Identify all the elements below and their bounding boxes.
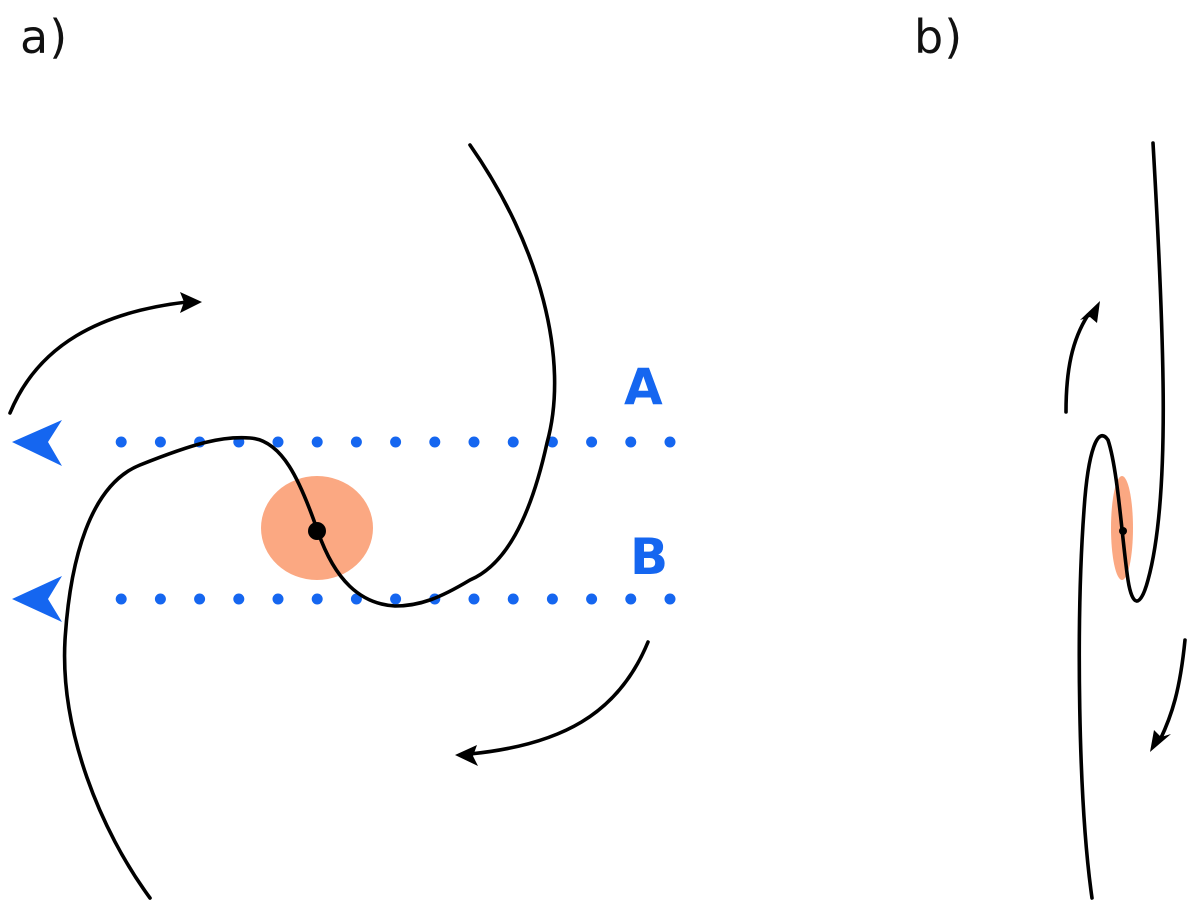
rotation-arrow-b-upper (1064, 313, 1090, 414)
panel-label-a: a) (20, 10, 69, 64)
rotation-arrow-b-lower-head (1150, 730, 1171, 752)
sightline-a-arrowhead (12, 420, 62, 466)
rotation-arrow-lower (468, 640, 650, 756)
rotation-arrow-b-lower (1158, 638, 1187, 742)
nucleus-b (1119, 527, 1127, 535)
nucleus-a (308, 522, 326, 540)
sightline-b-arrowhead (12, 576, 62, 622)
rotation-arrow-b-upper-head (1080, 301, 1100, 323)
sightline-label-a: A (624, 358, 663, 416)
panel-b (1064, 141, 1187, 900)
sightline-label-b: B (630, 528, 669, 586)
panel-label-b: b) (914, 10, 964, 64)
rotation-arrow-lower-head (455, 745, 478, 766)
panel-a (8, 143, 676, 900)
rotation-arrow-upper (8, 300, 189, 415)
spiral-arm-b (1077, 141, 1166, 900)
rotation-arrow-upper-head (180, 292, 202, 313)
